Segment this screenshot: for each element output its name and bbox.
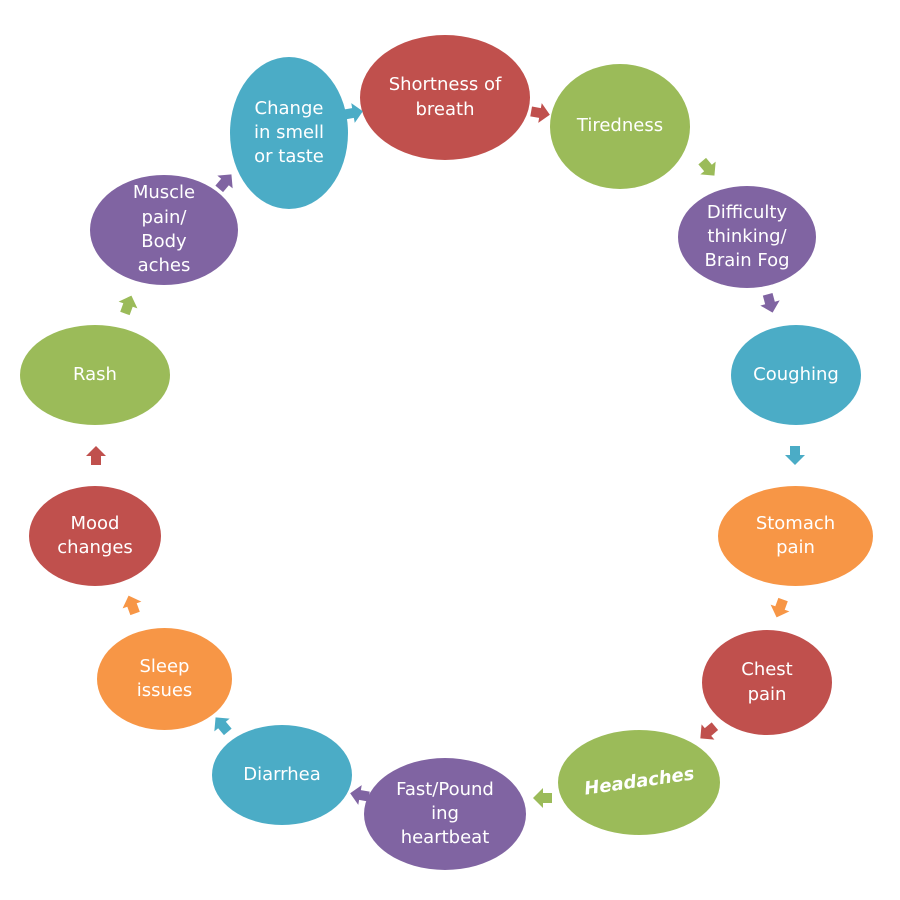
arrow-icon — [758, 291, 782, 315]
node-label: Coughing — [753, 363, 839, 385]
node-muscle-pain: Muscle pain/ Body aches — [90, 175, 238, 285]
arrow-icon — [120, 593, 144, 617]
arrow-icon — [783, 443, 807, 467]
arrow-icon — [696, 720, 720, 744]
arrow-icon — [116, 293, 140, 317]
node-shortness-of-breath: Shortness of breath — [360, 35, 530, 160]
node-mood-changes: Mood changes — [29, 486, 161, 586]
node-label: Muscle pain/ Body aches — [132, 182, 196, 277]
node-change-in-smell: Change in smell or taste — [230, 57, 348, 209]
node-sleep-issues: Sleep issues — [97, 628, 232, 730]
node-label: Mood changes — [57, 512, 133, 558]
node-label: Rash — [73, 363, 117, 385]
node-label: Diarrhea — [243, 763, 321, 785]
arrow-icon — [341, 101, 365, 125]
node-coughing: Coughing — [731, 325, 861, 425]
node-label: Headaches — [582, 763, 696, 800]
arrow-icon — [348, 783, 372, 807]
node-difficulty-thinking: Difficulty thinking/ Brain Fog — [678, 186, 816, 288]
arrow-icon — [768, 596, 792, 620]
arrow-icon — [531, 786, 555, 810]
node-rash: Rash — [20, 325, 170, 425]
node-fast-pounding-heartbeat: Fast/Pound ing heartbeat — [364, 758, 526, 870]
node-diarrhea: Diarrhea — [212, 725, 352, 825]
node-label: Difficulty thinking/ Brain Fog — [704, 201, 790, 272]
node-label: Stomach pain — [755, 512, 836, 558]
node-label: Fast/Pound ing heartbeat — [396, 778, 494, 849]
arrow-icon — [210, 713, 234, 737]
node-label: Shortness of breath — [388, 74, 502, 120]
node-label: Sleep issues — [136, 655, 193, 701]
node-label: Change in smell or taste — [253, 97, 325, 168]
arrow-icon — [528, 101, 552, 125]
node-chest-pain: Chest pain — [702, 630, 832, 735]
node-stomach-pain: Stomach pain — [718, 486, 873, 586]
arrow-icon — [84, 444, 108, 468]
arrow-icon — [213, 170, 237, 194]
arrow-icon — [696, 156, 720, 180]
node-headaches: Headaches — [558, 730, 720, 835]
node-tiredness: Tiredness — [550, 64, 690, 189]
node-label: Tiredness — [576, 115, 664, 137]
node-label: Chest pain — [741, 659, 793, 705]
